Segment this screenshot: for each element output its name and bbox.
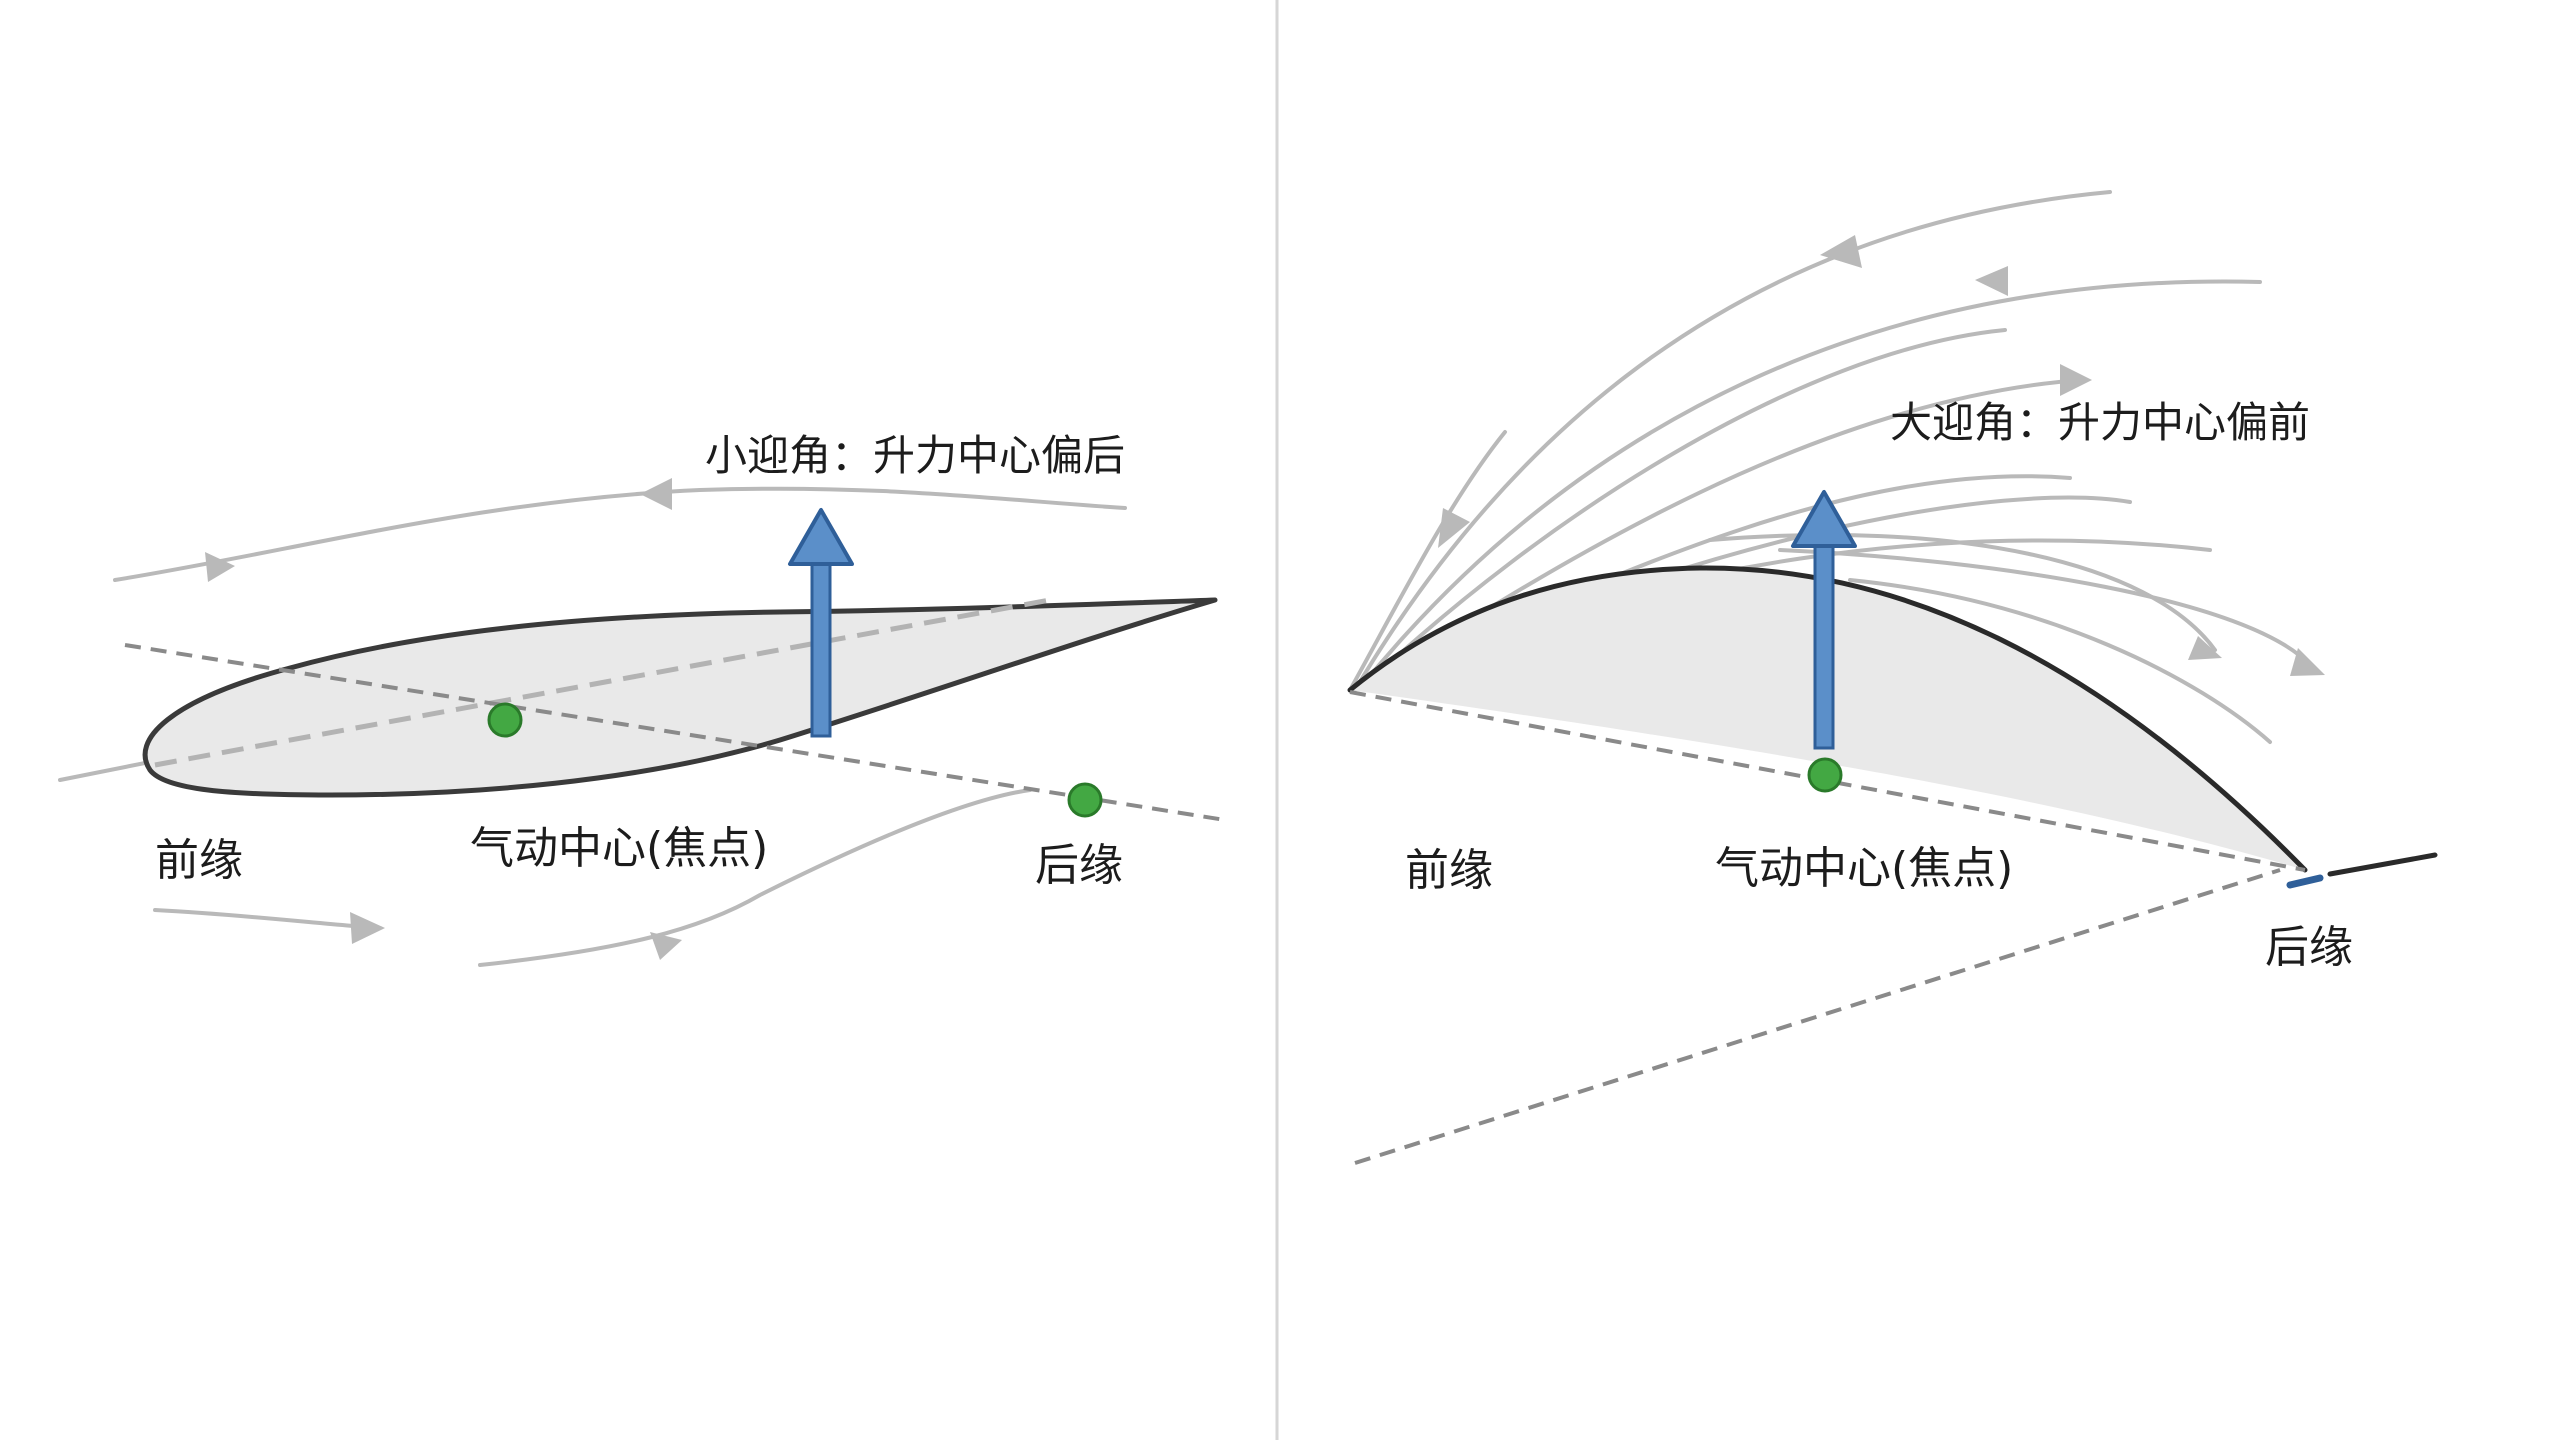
right-panel: 大迎角：升力中心偏前 前缘 气动中心(焦点) 后缘: [1347, 190, 2438, 1165]
left-aero-center-label: 气动中心(焦点): [470, 823, 768, 874]
right-leading-edge-label: 前缘: [1405, 845, 1493, 896]
right-trailing-edge-flap: [2286, 874, 2324, 889]
right-airfoil-upper-surface: [1347, 565, 2308, 873]
left-leading-edge-label: 前缘: [155, 835, 243, 886]
right-streamline: [1778, 548, 2312, 667]
right-streamline: [1353, 190, 2112, 692]
right-flow-arrowhead: [2290, 648, 2325, 676]
right-aero-center-label: 气动中心(焦点): [1715, 843, 2013, 894]
left-streamline-bottom-b: [478, 788, 1032, 967]
right-chord-line: [1349, 690, 2306, 872]
left-chord-line: [154, 597, 1051, 768]
left-freestream-reference-line: [124, 643, 1226, 822]
left-flow-arrowhead: [640, 478, 672, 510]
left-aero-center-dot: [487, 702, 523, 738]
left-streamline-top: [113, 486, 1127, 582]
right-flow-arrowhead: [2188, 636, 2222, 660]
left-panel: 小迎角：升力中心偏后 前缘 气动中心(焦点) 后缘: [58, 431, 1226, 967]
right-streamline: [1348, 430, 1507, 692]
left-trailing-reference-dot: [1067, 782, 1103, 818]
left-airfoil: [142, 597, 1218, 798]
right-flow-arrowhead: [1975, 266, 2008, 296]
right-trailing-edge-tail: [2327, 852, 2438, 877]
left-streamline-arrows: [205, 478, 682, 960]
right-flow-arrowhead: [1438, 508, 1470, 548]
left-flow-arrowhead: [350, 912, 385, 944]
right-streamline: [1363, 328, 2007, 688]
right-streamline: [1358, 279, 2262, 690]
left-flow-arrowhead: [205, 552, 235, 582]
right-streamline: [1848, 578, 2272, 744]
left-streamline-chord-ext: [58, 758, 162, 782]
left-streamline-bottom-a: [153, 908, 382, 930]
right-flow-arrowhead: [1820, 235, 1862, 268]
left-flow-arrowhead: [650, 932, 682, 960]
left-title: 小迎角：升力中心偏后: [705, 431, 1125, 480]
right-trailing-edge-label: 后缘: [2265, 922, 2353, 973]
right-flow-arrowhead: [2060, 364, 2092, 396]
right-streamline-arrows: [1438, 235, 2325, 676]
right-aero-center-dot: [1807, 757, 1843, 793]
right-freestream-reference-line: [1354, 868, 2281, 1165]
left-lift-arrow: [788, 508, 854, 738]
right-lift-arrow: [1791, 490, 1857, 750]
right-title: 大迎角：升力中心偏前: [1890, 398, 2310, 447]
left-trailing-edge-label: 后缘: [1035, 840, 1123, 891]
